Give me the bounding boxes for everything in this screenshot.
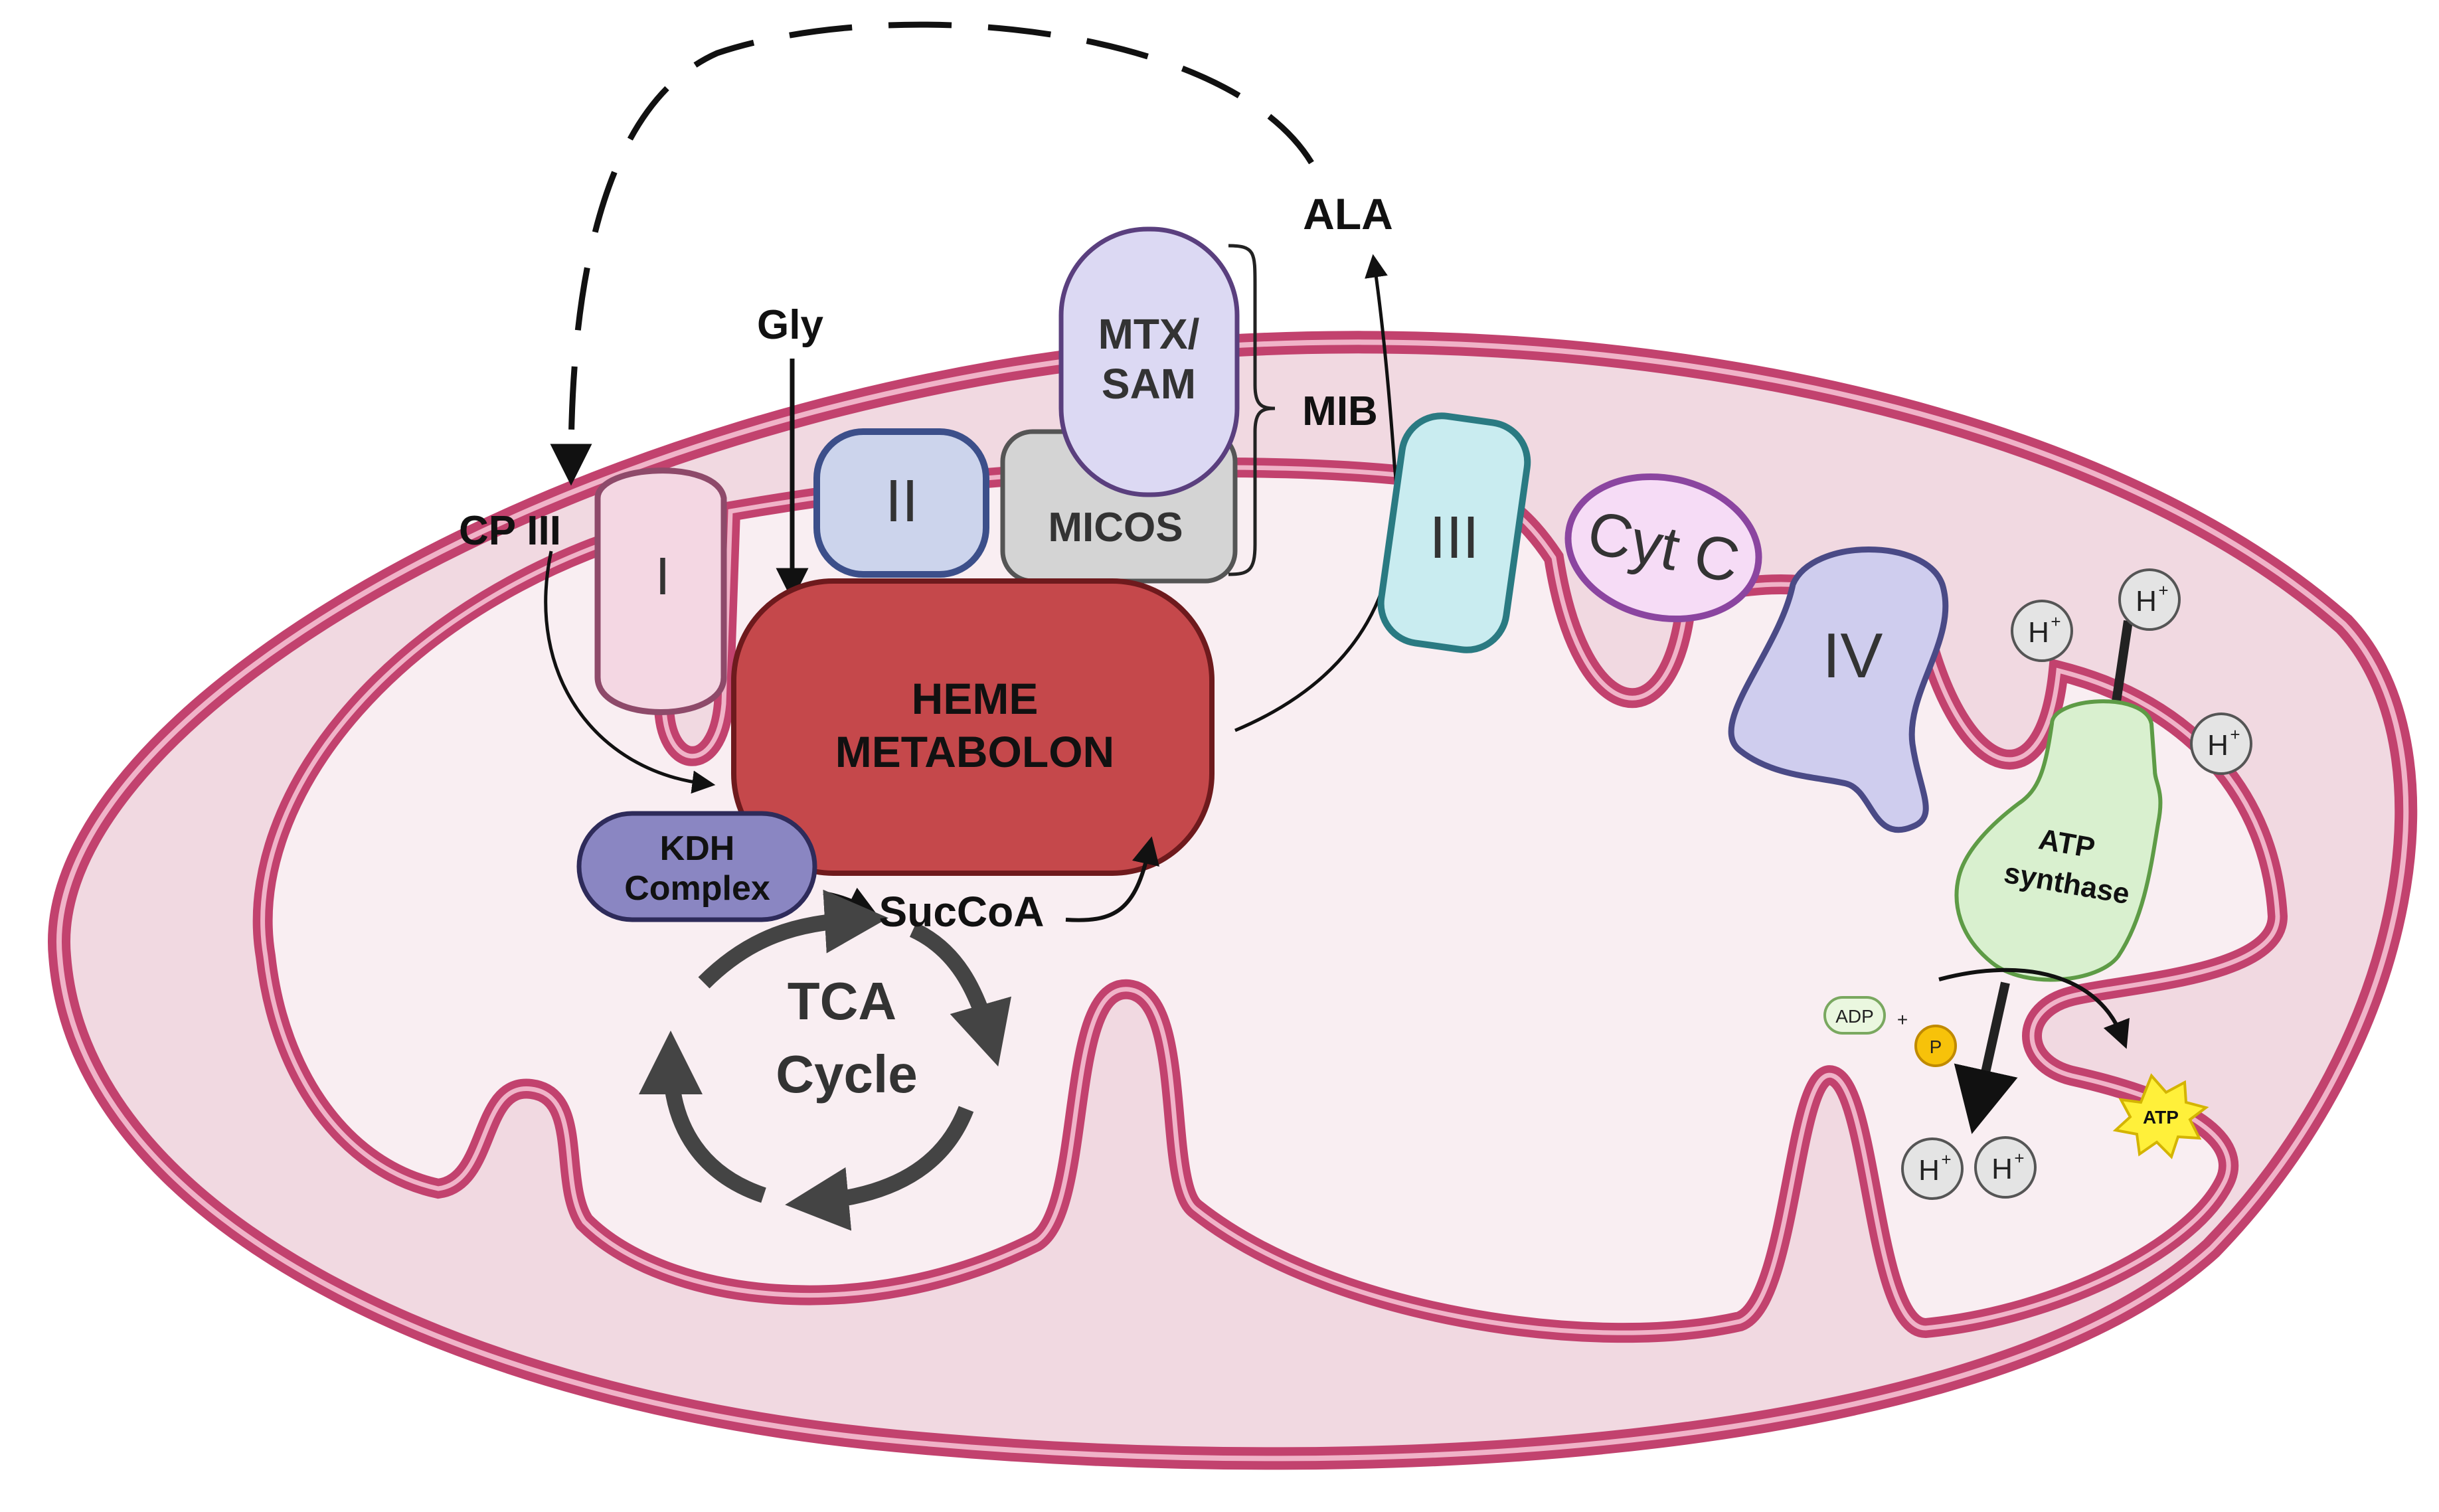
dashed-feedback-arrow	[550, 21, 1314, 486]
complex-iv: IV	[1728, 546, 1949, 833]
atp-burst-icon	[2112, 1073, 2209, 1159]
adp-label: ADP	[1835, 1006, 1874, 1027]
succoa-arrow	[1065, 836, 1159, 922]
heme-label-line2: METABOLON	[835, 727, 1114, 776]
proton-2: H +	[2011, 600, 2073, 662]
proton-1-h: H	[2136, 585, 2157, 618]
proton-1: H +	[2118, 568, 2181, 631]
gly-label: Gly	[757, 302, 823, 348]
proton-2-plus: +	[2051, 612, 2061, 631]
tca-label-line1: TCA	[788, 971, 896, 1031]
complex-iii: III	[1377, 412, 1531, 653]
kdh-label-line1: KDH	[660, 829, 735, 868]
cytochrome-c: Cyt C	[1564, 473, 1762, 623]
complex-iv-label: IV	[1823, 620, 1883, 691]
mib-label: MIB	[1302, 388, 1378, 434]
proton-2-h: H	[2028, 616, 2049, 649]
cp3-arrow	[544, 550, 716, 794]
kdh-label-line2: Complex	[624, 869, 770, 908]
tca-label-line2: Cycle	[776, 1045, 917, 1104]
proton-3: H +	[2190, 713, 2252, 775]
proton-4-h: H	[1918, 1154, 1940, 1187]
micos-label: MICOS	[1048, 505, 1183, 550]
heme-label-line1: HEME	[912, 674, 1039, 723]
mtx-sam-label-line1: MTX/	[1098, 310, 1200, 358]
kdh-complex: KDH Complex	[576, 811, 817, 922]
proton-3-h: H	[2207, 729, 2229, 762]
complex-iii-label: III	[1429, 505, 1479, 571]
mtx-sam-label-line2: SAM	[1102, 360, 1196, 408]
mib-brace	[1228, 244, 1276, 576]
complex-ii: II	[813, 428, 989, 578]
proton-ions: H + H + H + H + H +	[1901, 568, 2252, 1200]
cp3-label: CP III	[459, 508, 561, 554]
complex-i-label: I	[655, 546, 670, 606]
phosphate-label: P	[1930, 1037, 1942, 1057]
atp-label: ATP	[2143, 1107, 2179, 1128]
complex-ii-label: II	[885, 468, 918, 535]
succoa-label: SucCoA	[879, 888, 1045, 936]
proton-4-plus: +	[1941, 1149, 1951, 1169]
complex-i: I	[594, 467, 727, 715]
proton-5-plus: +	[2014, 1148, 2024, 1168]
adp-plus-label: +	[1897, 1009, 1908, 1030]
proton-4: H +	[1901, 1137, 1964, 1200]
heme-metabolon: HEME METABOLON	[731, 578, 1215, 876]
ala-label: ALA	[1303, 189, 1393, 238]
mtx-sam-complex: MTX/ SAM	[1058, 226, 1240, 497]
tca-cycle-arrows	[639, 889, 1011, 1231]
proton-5-h: H	[1991, 1153, 2013, 1185]
adp-to-atp: ADP + P ATP	[1823, 967, 2209, 1159]
proton-1-plus: +	[2158, 580, 2168, 600]
proton-5: H +	[1974, 1136, 2037, 1199]
atp-synthase: ATP synthase	[1954, 620, 2163, 1134]
proton-3-plus: +	[2230, 724, 2240, 744]
